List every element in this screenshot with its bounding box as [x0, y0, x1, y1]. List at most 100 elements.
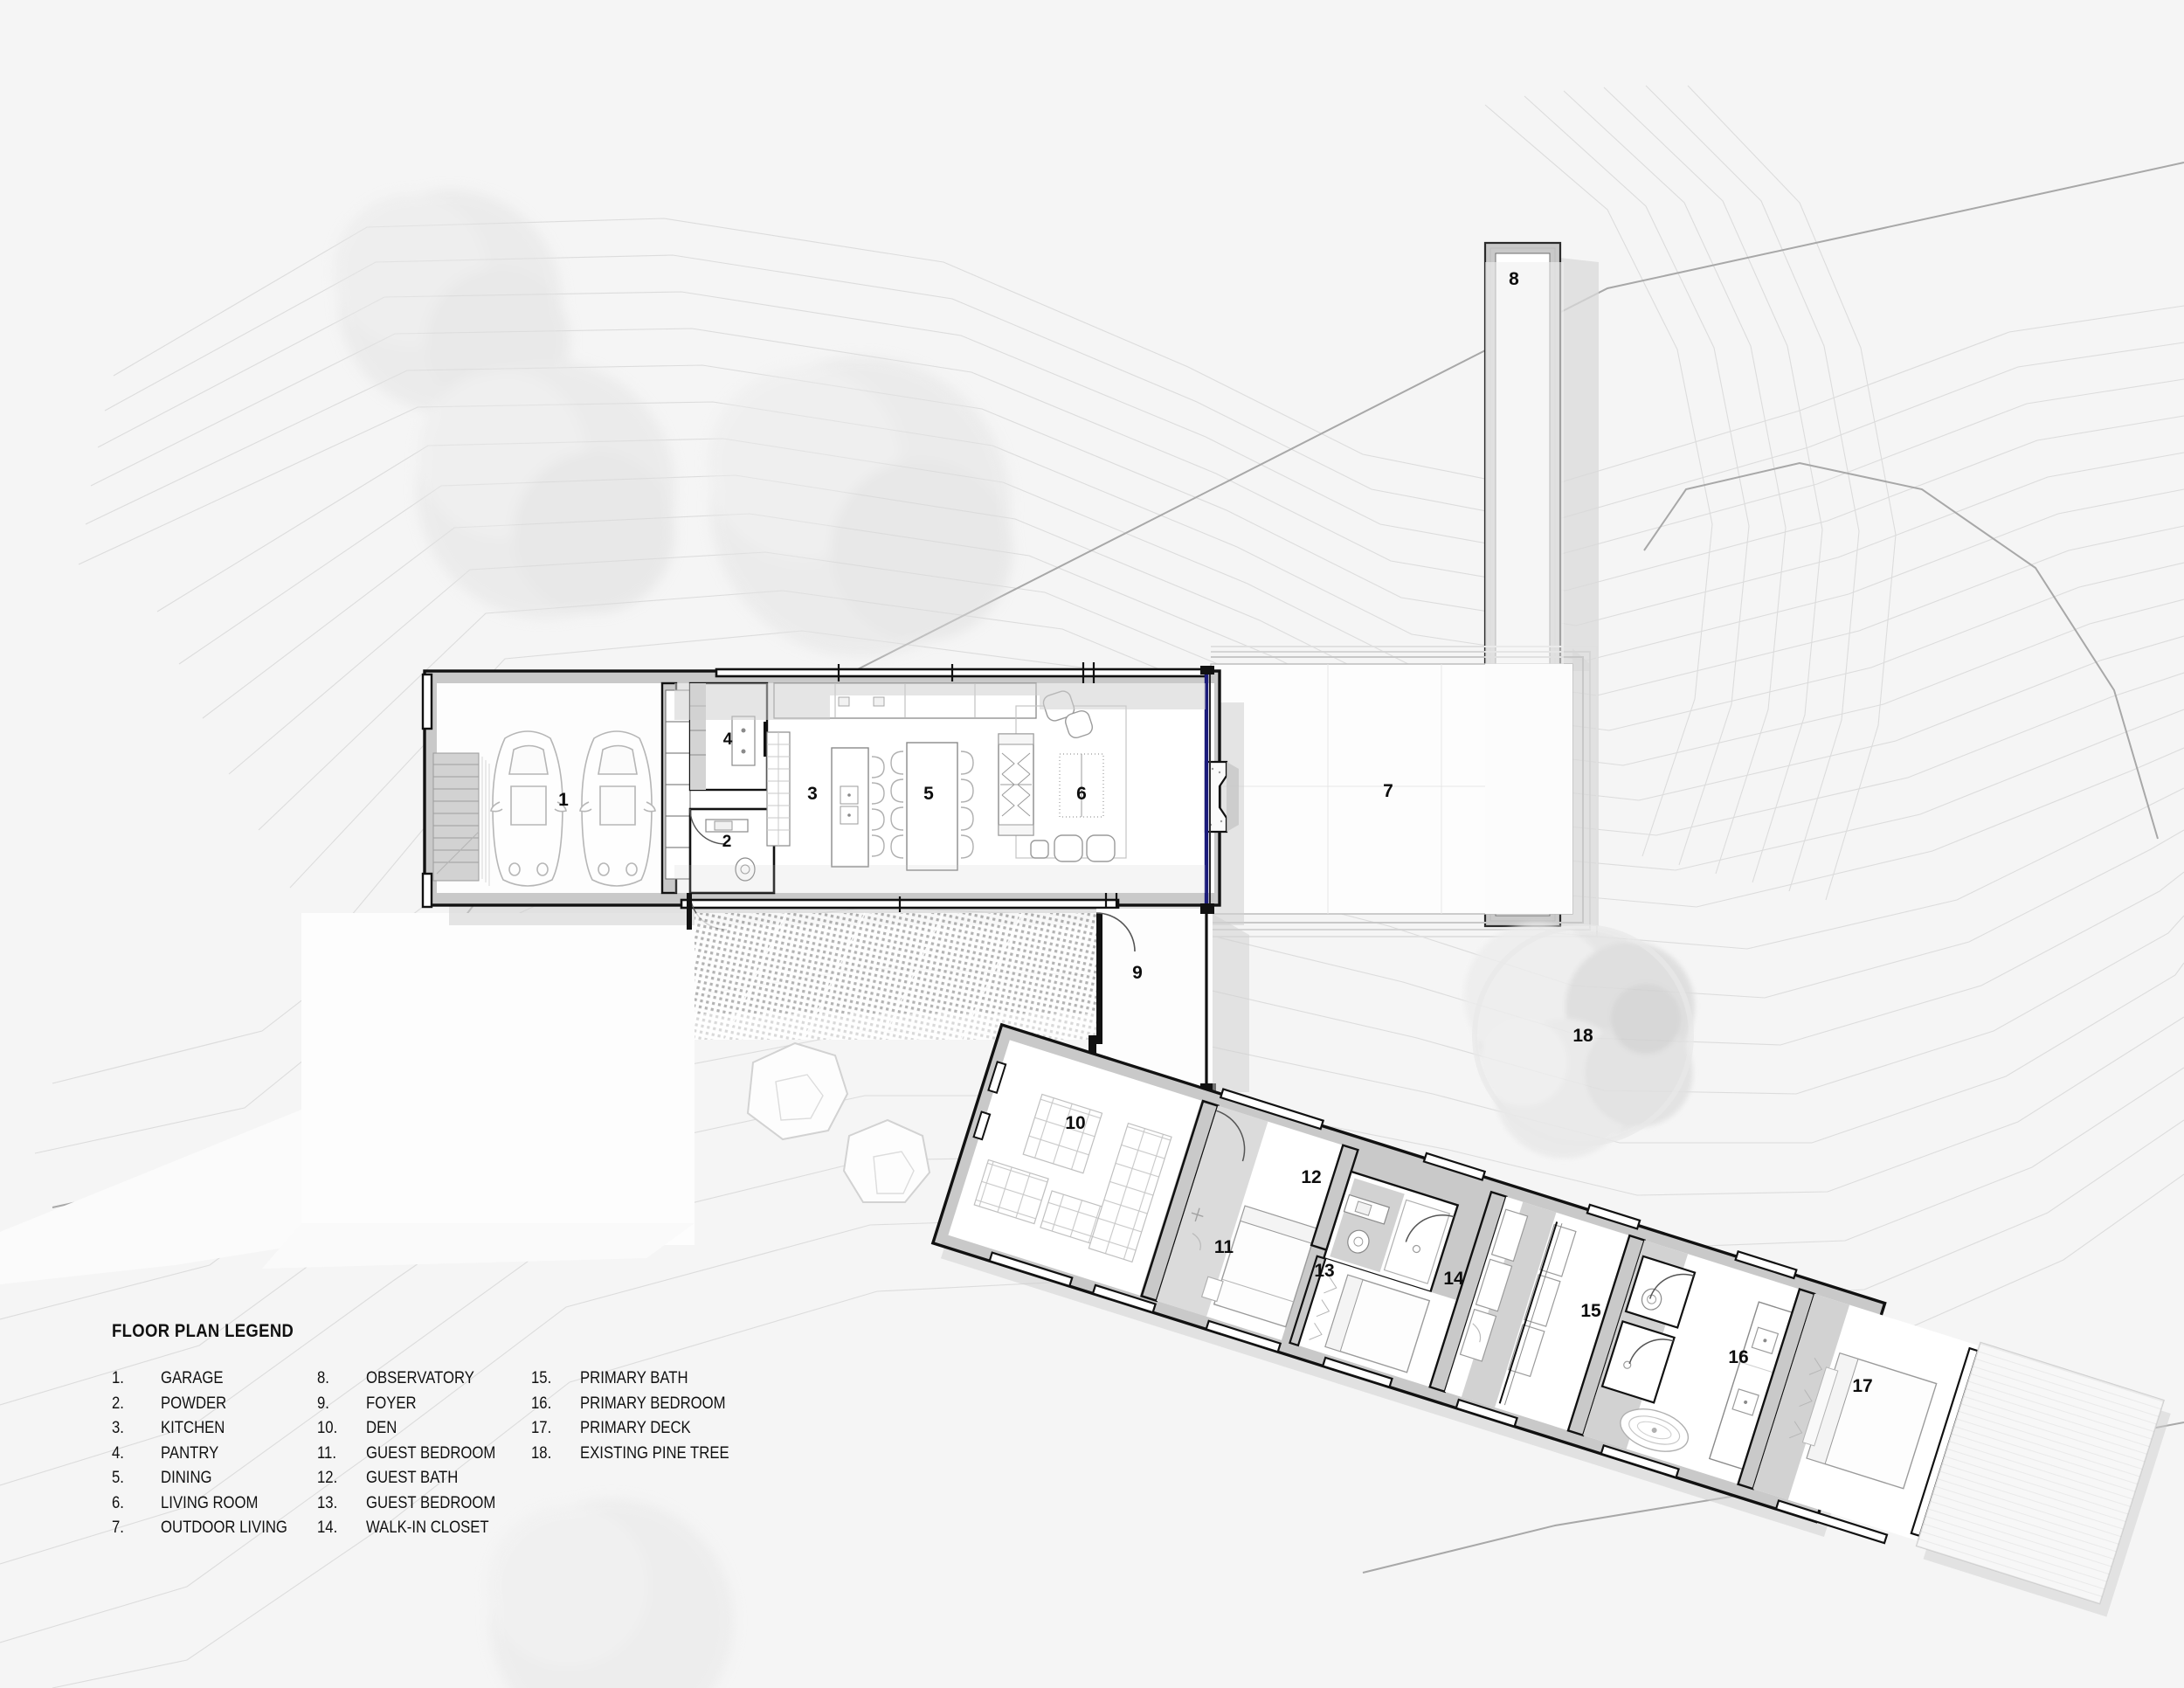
legend-item-14: 14. WALK-IN CLOSET	[317, 1516, 531, 1541]
marker-13: 13	[1314, 1261, 1334, 1281]
guest-bath-toilet	[1347, 1229, 1370, 1254]
marker-15: 15	[1580, 1301, 1601, 1321]
south-wall-windows	[988, 1251, 1889, 1545]
driveway-approach	[0, 1110, 301, 1284]
marker-9: 9	[1132, 963, 1143, 983]
legend-num-12: 12.	[317, 1469, 338, 1488]
legend-label-primary-bedroom: PRIMARY BEDROOM	[580, 1394, 726, 1413]
legend-label-primary-deck: PRIMARY DECK	[580, 1419, 691, 1438]
garage-door-north	[421, 673, 433, 730]
legend-column-3: 15. PRIMARY BATH 16. PRIMARY BEDROOM 17.…	[531, 1366, 758, 1541]
marker-1: 1	[558, 790, 569, 810]
background-vegetation	[334, 190, 1013, 1688]
legend-num-17: 17.	[531, 1419, 552, 1438]
legend-item-7: 7. OUTDOOR LIVING	[112, 1516, 317, 1541]
legend-item-9: 9. FOYER	[317, 1392, 531, 1417]
den-shelving-4	[1088, 1122, 1172, 1263]
north-bar	[421, 662, 1239, 930]
legend-item-8: 8. OBSERVATORY	[317, 1366, 531, 1392]
legend-label-dining: DINING	[161, 1469, 212, 1488]
marker-18: 18	[1572, 1026, 1593, 1046]
bed-11	[1200, 1205, 1318, 1328]
guest-bedroom-11	[1140, 1099, 1344, 1340]
guest-bath-12	[1310, 1144, 1460, 1294]
legend-num-8: 8.	[317, 1369, 329, 1388]
marker-4: 4	[723, 730, 733, 749]
legend-num-4: 4.	[112, 1443, 124, 1463]
marker-3: 3	[807, 784, 818, 804]
legend-label-primary-bath: PRIMARY BATH	[580, 1369, 688, 1388]
legend-num-2: 2.	[112, 1394, 124, 1413]
legend-num-13: 13.	[317, 1493, 338, 1512]
legend-item-12: 12. GUEST BATH	[317, 1466, 531, 1491]
primary-deck-17	[1915, 1341, 2171, 1617]
legend-item-4: 4. PANTRY	[112, 1442, 317, 1467]
legend-item-16: 16. PRIMARY BEDROOM	[531, 1392, 758, 1417]
marker-14: 14	[1443, 1269, 1464, 1289]
floor-plan-legend: FLOOR PLAN LEGEND 1. GARAGE 2. POWDER 3.…	[112, 1321, 758, 1541]
legend-num-16: 16.	[531, 1394, 552, 1413]
legend-label-observatory: OBSERVATORY	[366, 1369, 474, 1388]
legend-num-3: 3.	[112, 1419, 124, 1438]
legend-num-5: 5.	[112, 1469, 124, 1488]
marker-11: 11	[1214, 1237, 1234, 1257]
legend-label-guest-bedroom-13: GUEST BEDROOM	[366, 1493, 496, 1512]
primary-bedroom-16	[1737, 1287, 1980, 1541]
legend-label-powder: POWDER	[161, 1394, 227, 1413]
den-room	[948, 1040, 1202, 1296]
legend-num-9: 9.	[317, 1394, 329, 1413]
legend-column-1: 1. GARAGE 2. POWDER 3. KITCHEN 4. PANTRY…	[112, 1366, 317, 1541]
legend-label-den: DEN	[366, 1419, 397, 1438]
primary-bathtub	[1620, 1408, 1690, 1452]
legend-label-existing-pine-tree: EXISTING PINE TREE	[580, 1443, 729, 1463]
gravel-court	[695, 912, 1096, 1041]
garage-partition	[660, 681, 691, 895]
dining-chairs	[890, 751, 974, 859]
legend-num-11: 11.	[317, 1443, 337, 1463]
pantry-door	[764, 722, 768, 757]
legend-num-15: 15.	[531, 1369, 552, 1388]
guest-bath-shower	[1383, 1199, 1451, 1284]
legend-label-garage: GARAGE	[161, 1369, 224, 1388]
pantry-counter	[731, 716, 756, 766]
legend-label-walk-in-closet: WALK-IN CLOSET	[366, 1519, 489, 1538]
site-boulders	[746, 1041, 931, 1203]
living-room-furniture	[998, 690, 1127, 862]
powder-room	[688, 807, 776, 895]
legend-item-18: 18. EXISTING PINE TREE	[531, 1442, 758, 1467]
legend-item-2: 2. POWDER	[112, 1392, 317, 1417]
driveway-apron	[301, 913, 695, 1245]
legend-columns: 1. GARAGE 2. POWDER 3. KITCHEN 4. PANTRY…	[112, 1366, 758, 1541]
primary-bath-15	[1566, 1234, 1800, 1484]
legend-item-5: 5. DINING	[112, 1466, 317, 1491]
legend-item-15: 15. PRIMARY BATH	[531, 1366, 758, 1392]
foyer-entry-door-swing	[1095, 912, 1136, 952]
legend-label-foyer: FOYER	[366, 1394, 417, 1413]
dining-table	[906, 742, 958, 871]
den-shelving-1	[1022, 1093, 1103, 1174]
marker-6: 6	[1076, 784, 1087, 804]
marker-5: 5	[923, 784, 934, 804]
legend-item-17: 17. PRIMARY DECK	[531, 1416, 758, 1442]
guest-bedroom-13	[1289, 1255, 1457, 1387]
legend-item-1: 1. GARAGE	[112, 1366, 317, 1392]
room-number-markers: 1 2 3 4 5 6 7 8 9 10 11 12 13 14 15 16 1…	[558, 269, 1873, 1396]
legend-title: FLOOR PLAN LEGEND	[112, 1321, 294, 1341]
legend-label-guest-bath: GUEST BATH	[366, 1469, 459, 1488]
living-room-sofa	[998, 733, 1034, 836]
driveway-lower	[262, 1223, 695, 1269]
marker-10: 10	[1065, 1113, 1085, 1133]
garage-stair	[432, 752, 490, 886]
legend-column-2: 8. OBSERVATORY 9. FOYER 10. DEN 11. GUES…	[317, 1366, 531, 1541]
legend-label-living-room: LIVING ROOM	[161, 1493, 259, 1512]
legend-item-6: 6. LIVING ROOM	[112, 1491, 317, 1517]
legend-label-guest-bedroom-11: GUEST BEDROOM	[366, 1443, 496, 1463]
legend-item-3: 3. KITCHEN	[112, 1416, 317, 1442]
legend-num-7: 7.	[112, 1519, 124, 1538]
observatory-approach-terrace	[1485, 262, 1572, 914]
existing-pine-tree	[1464, 923, 1695, 1159]
legend-num-1: 1.	[112, 1369, 124, 1388]
kitchen-island	[831, 747, 885, 868]
